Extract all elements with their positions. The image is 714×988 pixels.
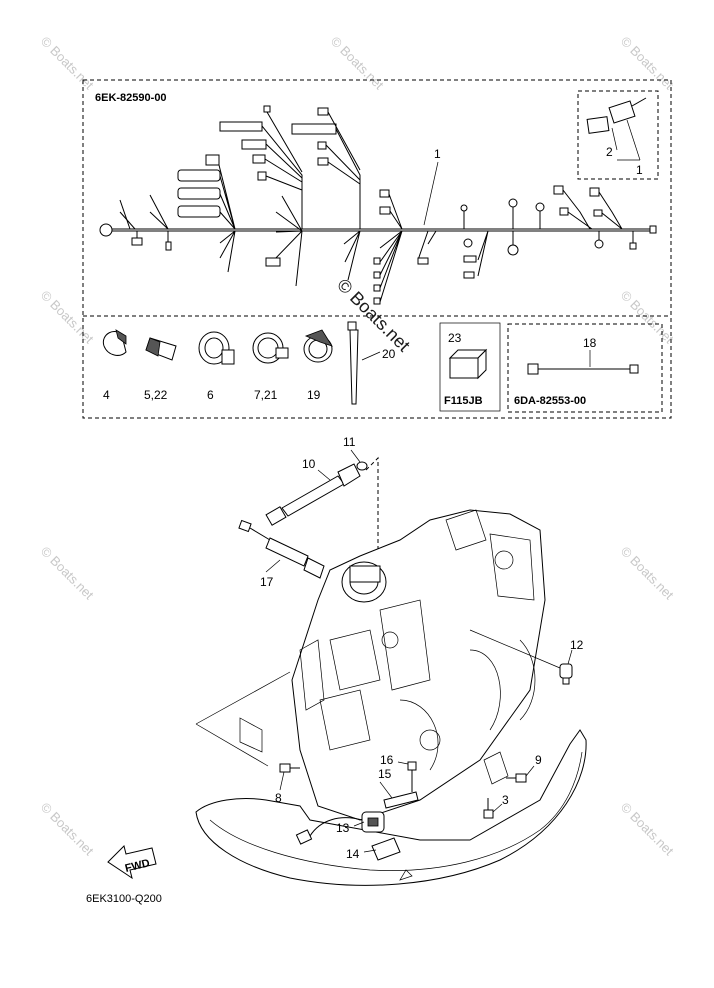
harness-group-code: 6EK-82590-00 bbox=[95, 92, 167, 104]
gasket-14 bbox=[371, 837, 401, 861]
watermark-top-left: © Boats.net bbox=[38, 34, 97, 93]
leader-13 bbox=[353, 821, 365, 827]
bracket-15 bbox=[383, 791, 419, 809]
callout-7-21: 7,21 bbox=[254, 388, 278, 402]
callout-15: 15 bbox=[378, 767, 392, 781]
leader-1 bbox=[423, 161, 439, 226]
lead-18 bbox=[527, 363, 639, 375]
leader-8-bracket bbox=[195, 671, 291, 767]
leader-12-engine bbox=[469, 629, 561, 669]
lead-kit-box bbox=[507, 323, 663, 413]
clamp-6 bbox=[198, 331, 235, 365]
bracket-9-lines bbox=[483, 751, 509, 785]
clamp-4 bbox=[102, 329, 127, 356]
sensor-13 bbox=[295, 811, 385, 845]
callout-5-22: 5,22 bbox=[144, 388, 168, 402]
leader-16 bbox=[397, 761, 409, 765]
watermark-bottom-right: © Boats.net bbox=[618, 800, 677, 859]
callout-2: 2 bbox=[606, 145, 613, 159]
part-23-box bbox=[439, 322, 501, 412]
leader-9 bbox=[525, 765, 535, 777]
engine-block bbox=[291, 509, 546, 821]
callout-14: 14 bbox=[346, 847, 360, 861]
connector-detail bbox=[586, 97, 647, 161]
watermark-top-right: © Boats.net bbox=[618, 34, 677, 93]
callout-4: 4 bbox=[103, 388, 110, 402]
callout-1: 1 bbox=[434, 147, 441, 161]
relay-23 bbox=[448, 348, 488, 380]
bolt-16 bbox=[407, 761, 417, 792]
callout-17: 17 bbox=[260, 575, 274, 589]
clamp-5-22 bbox=[145, 337, 177, 361]
leader-10 bbox=[317, 469, 331, 481]
callout-3: 3 bbox=[502, 793, 509, 807]
leader-8 bbox=[279, 771, 285, 791]
leader-11 bbox=[350, 449, 361, 463]
diagram-id: 6EK3100-Q200 bbox=[86, 893, 162, 905]
sensor-12 bbox=[559, 663, 573, 685]
bolt-9 bbox=[506, 773, 527, 783]
watermark-bottom-left: © Boats.net bbox=[38, 800, 97, 859]
bolt-3 bbox=[483, 798, 494, 819]
callout-19: 19 bbox=[307, 388, 321, 402]
callout-12: 12 bbox=[570, 638, 584, 652]
fwd-arrow: FWD bbox=[107, 845, 157, 880]
sensor-10 bbox=[265, 463, 361, 526]
o-ring-11 bbox=[356, 461, 368, 471]
harness-kit-box bbox=[82, 79, 672, 419]
callout-20: 20 bbox=[382, 347, 396, 361]
callout-13: 13 bbox=[336, 821, 350, 835]
callout-9: 9 bbox=[535, 753, 542, 767]
bottom-cowling bbox=[195, 729, 587, 886]
leader-20 bbox=[361, 351, 381, 361]
wiring-harness bbox=[99, 105, 657, 305]
leader-3 bbox=[492, 803, 503, 813]
watermark-low-left: © Boats.net bbox=[38, 544, 97, 603]
clamp-7-21 bbox=[252, 332, 289, 364]
leader-17 bbox=[265, 559, 281, 573]
bolt-8 bbox=[279, 763, 300, 773]
cable-tie-20 bbox=[347, 321, 359, 405]
leader-14 bbox=[363, 849, 377, 853]
connector-detail-box bbox=[577, 90, 659, 180]
callout-1-detail: 1 bbox=[636, 163, 643, 177]
watermark-mid-right: © Boats.net bbox=[618, 288, 677, 347]
watermark-low-right: © Boats.net bbox=[618, 544, 677, 603]
callout-11: 11 bbox=[343, 435, 356, 449]
leader-15 bbox=[379, 781, 393, 799]
callout-23: 23 bbox=[448, 331, 462, 345]
fwd-label: FWD bbox=[124, 857, 151, 875]
leader-12 bbox=[567, 649, 573, 665]
callout-16: 16 bbox=[380, 753, 394, 767]
callout-8: 8 bbox=[275, 791, 282, 805]
lead-group-code: 6DA-82553-00 bbox=[514, 395, 586, 407]
watermark-top-mid: © Boats.net bbox=[328, 34, 387, 93]
clamp-19 bbox=[303, 329, 333, 363]
callout-18: 18 bbox=[583, 336, 597, 350]
sensor-17 bbox=[238, 519, 325, 579]
watermark-mid-left: © Boats.net bbox=[38, 288, 97, 347]
callout-6: 6 bbox=[207, 388, 214, 402]
install-line-10 bbox=[365, 456, 379, 560]
variant-code: F115JB bbox=[444, 395, 483, 407]
callout-10: 10 bbox=[302, 457, 316, 471]
